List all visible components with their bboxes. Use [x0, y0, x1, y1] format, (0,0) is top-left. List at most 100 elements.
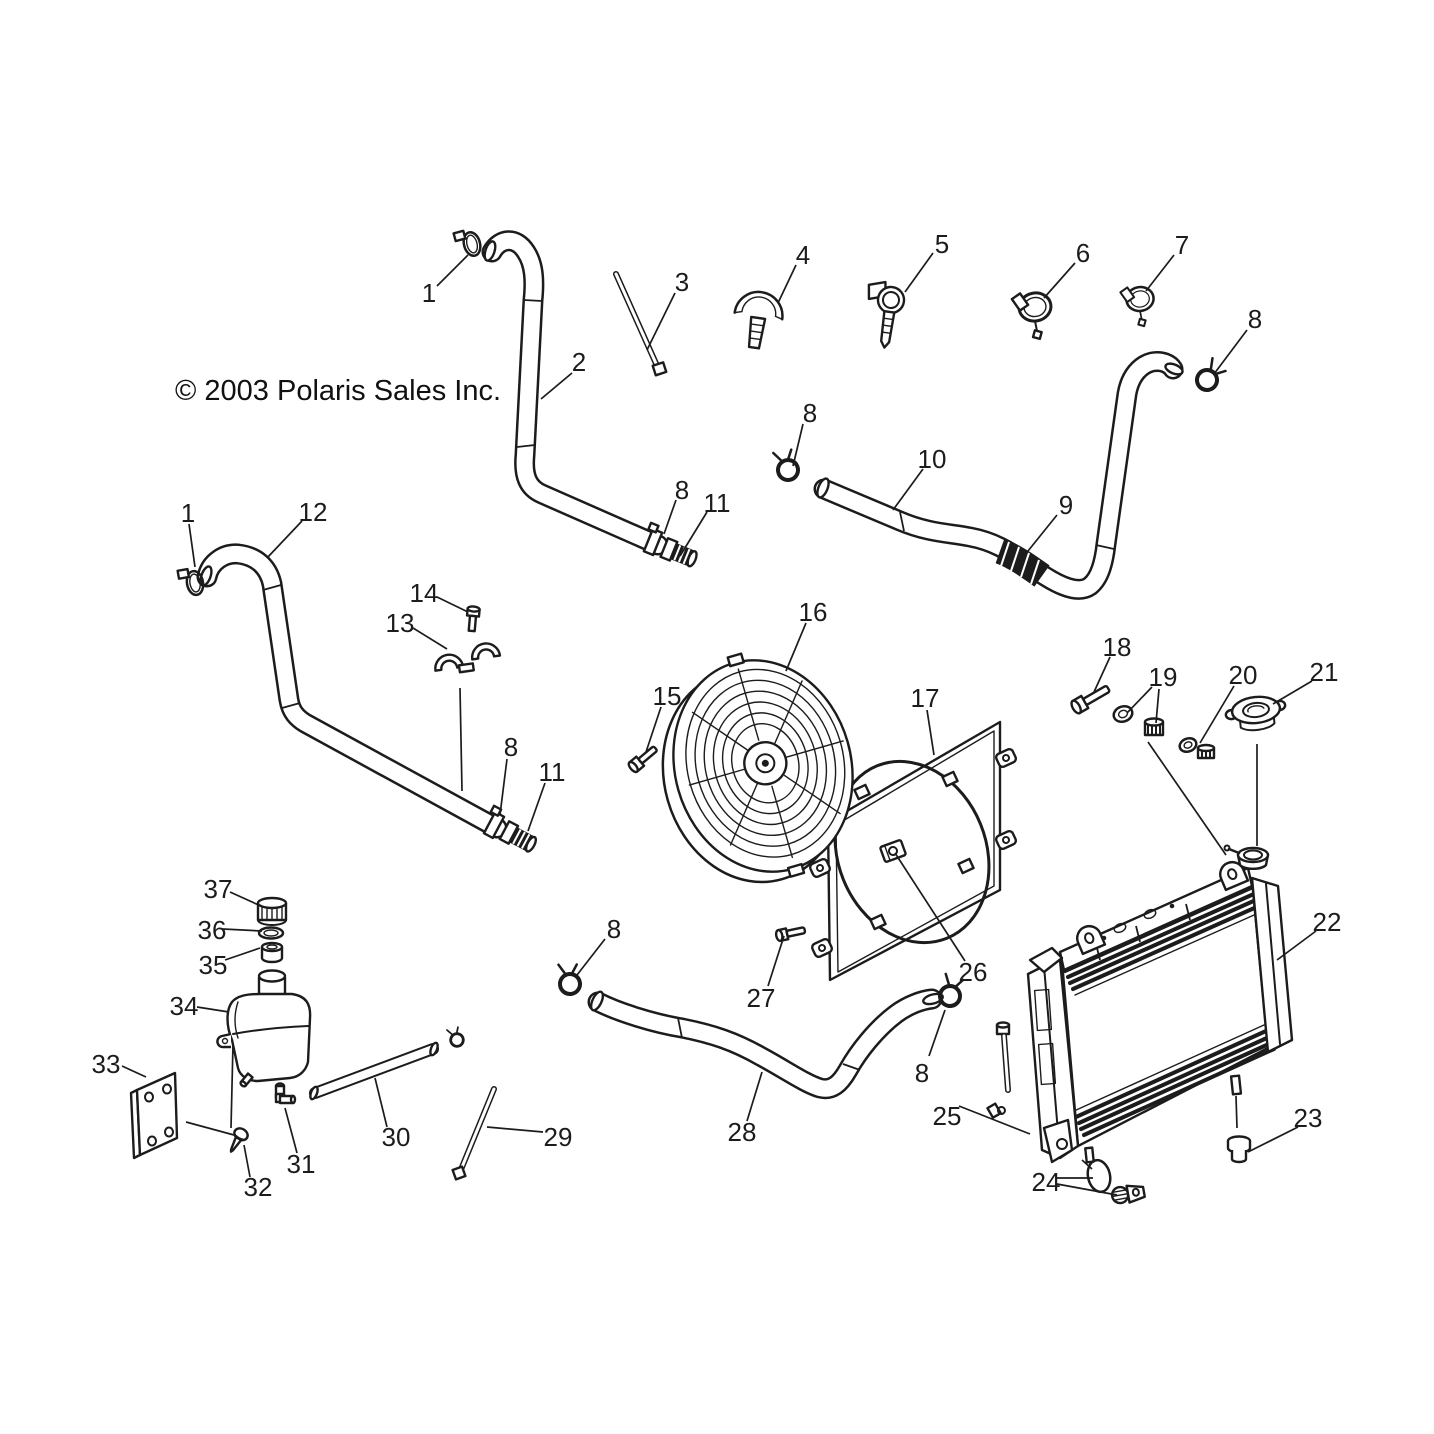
callout-8-spring-clamp: 8	[607, 914, 621, 944]
radiator-bottom-band	[1073, 1024, 1276, 1137]
leader-line-13	[412, 627, 448, 650]
leader-line-24	[1056, 1183, 1118, 1196]
bushing	[260, 941, 284, 964]
worm-clamp	[452, 229, 482, 258]
callout-37-bottle-cap: 37	[204, 874, 233, 904]
elbow-fitting	[274, 1082, 297, 1105]
radiator-cap	[1224, 695, 1287, 732]
radiator-filler-neck	[1223, 844, 1270, 870]
nut-20	[1196, 743, 1216, 760]
callout-23-drain-plug: 23	[1294, 1103, 1323, 1133]
hose-sleeve-9	[995, 538, 1050, 587]
leader-line-26	[894, 852, 966, 962]
callout-8-hose-clamp: 8	[675, 475, 689, 505]
washer-19	[1112, 704, 1134, 724]
cooling-fan	[661, 652, 854, 884]
callout-30-overflow-hose: 30	[382, 1122, 411, 1152]
leader-line-29	[486, 1126, 544, 1133]
overflow-hose	[309, 1041, 439, 1101]
leader-line-3	[646, 292, 676, 351]
leader-line-14	[436, 596, 469, 613]
shroud-clip-26	[879, 839, 907, 863]
threaded-fitting	[498, 820, 538, 853]
bolt-18	[1070, 685, 1111, 715]
callout-8-spring-clamp: 8	[915, 1058, 929, 1088]
callout-11-threaded-fitting: 11	[704, 488, 731, 518]
bolt-25	[986, 1021, 1011, 1119]
leader-line-30	[374, 1077, 388, 1128]
callout-21-radiator-cap: 21	[1310, 657, 1339, 687]
leader-line-1	[188, 523, 196, 568]
hose-clip	[446, 1026, 465, 1048]
leader-line-20	[1199, 685, 1235, 744]
leader-line-9	[1027, 514, 1058, 552]
callout-15-bolt: 15	[653, 681, 682, 711]
callout-26-clip: 26	[959, 957, 988, 987]
callout-18-bolt: 18	[1103, 632, 1132, 662]
callout-8-spring-clamp: 8	[803, 398, 817, 428]
callout-12-radiator-hose-left: 12	[299, 497, 328, 527]
hose-band-clamp	[642, 521, 664, 557]
mounting-plate	[129, 1071, 179, 1160]
callout-11-threaded-fitting: 11	[539, 757, 566, 787]
radiator-hose-right	[815, 361, 1184, 589]
callout-1-hose-clamp: 1	[422, 278, 436, 308]
bolt-14	[465, 605, 481, 633]
callout-29-rod: 29	[544, 1122, 573, 1152]
worm-clamp	[176, 567, 205, 597]
leader-line-15	[645, 706, 662, 753]
leader-line-1	[436, 254, 469, 287]
callout-19-washer-bushing: 19	[1149, 662, 1178, 692]
push-rivet	[867, 280, 906, 349]
callout-20-washer-nut: 20	[1229, 660, 1258, 690]
spring-clamp	[1195, 356, 1227, 392]
callout-31-elbow-fitting: 31	[287, 1149, 316, 1179]
seal-washer	[257, 926, 285, 940]
leader-line-36	[222, 928, 263, 932]
bushing-19	[1143, 717, 1165, 737]
leader-line-27	[767, 935, 785, 987]
callout-25-bolt: 25	[933, 1101, 962, 1131]
callout-16-cooling-fan: 16	[799, 597, 828, 627]
radiator-hose-upper	[483, 240, 658, 545]
spring-clamp	[938, 972, 965, 1008]
leader-line-2	[540, 372, 573, 400]
fitting-24	[1110, 1184, 1146, 1205]
callout-28-radiator-hose-lower: 28	[728, 1117, 757, 1147]
spring-clamp	[557, 963, 582, 996]
callout-33-mounting-plate: 33	[92, 1049, 121, 1079]
leader-line-7	[1145, 254, 1175, 292]
leader-line-23	[1247, 1126, 1299, 1153]
threaded-fitting	[659, 537, 698, 568]
hose-clamp-7	[1119, 285, 1155, 328]
leader-line-16	[785, 622, 807, 672]
callout-4-push-rivet: 4	[796, 240, 810, 270]
callout-35-bushing: 35	[199, 950, 228, 980]
hose-clamp-6	[1010, 291, 1053, 341]
leader-line-8	[499, 758, 508, 816]
callout-3-cable-tie: 3	[675, 267, 689, 297]
leader-line-4	[777, 264, 797, 304]
bolt-15	[627, 745, 658, 774]
leader-line-8	[928, 1009, 946, 1057]
callout-8-hose-clamp: 8	[504, 732, 518, 762]
callout-24-oring-fitting: 24	[1032, 1167, 1061, 1197]
leader-line-19	[1155, 688, 1160, 724]
callout-22-radiator: 22	[1313, 907, 1342, 937]
callout-13-saddle-clamp: 13	[386, 608, 415, 638]
shroud-tab	[853, 770, 975, 931]
leader-line-11	[679, 511, 708, 557]
leader-line-17	[926, 709, 935, 756]
leader-line-34	[196, 1006, 230, 1013]
callout-5-push-rivet: 5	[935, 229, 949, 259]
fan-spokes	[688, 668, 844, 859]
leader-line-8	[1213, 329, 1248, 375]
leader-line-8	[663, 499, 677, 535]
callout-1-hose-clamp: 1	[181, 498, 195, 528]
leader-line-32	[243, 1144, 251, 1178]
callout-36-seal-washer: 36	[198, 915, 227, 945]
shroud-ear	[809, 747, 1017, 959]
bolt-27	[774, 926, 807, 943]
leader-line-18	[1093, 656, 1111, 693]
